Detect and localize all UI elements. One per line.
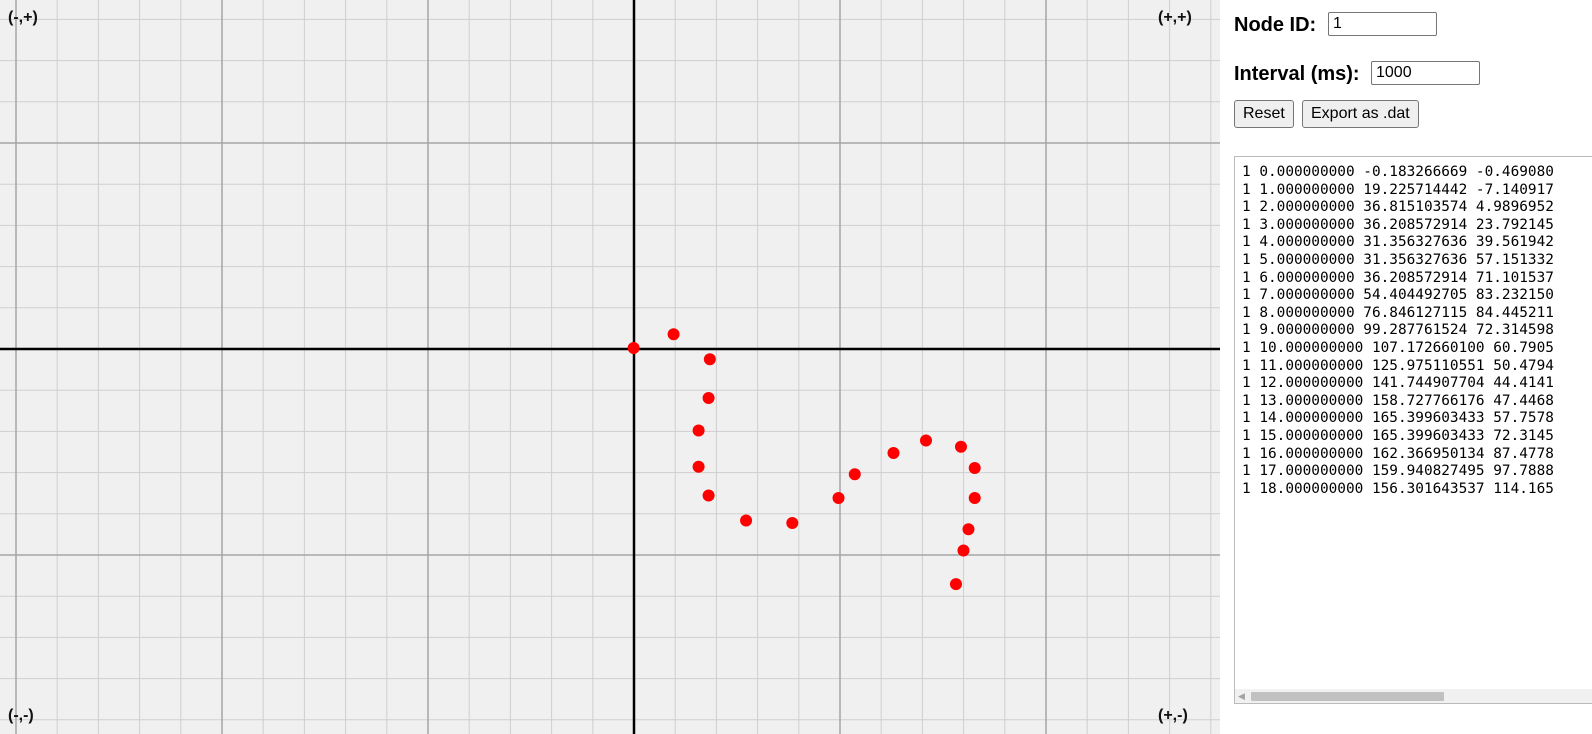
log-line: 1 13.000000000 158.727766176 47.4468: [1242, 392, 1554, 409]
reset-button[interactable]: Reset: [1234, 100, 1294, 128]
log-line: 1 7.000000000 54.404492705 83.232150: [1242, 287, 1554, 304]
log-line: 1 6.000000000 36.208572914 71.101537: [1242, 269, 1554, 286]
log-line: 1 3.000000000 36.208572914 23.792145: [1242, 216, 1554, 233]
log-line: 1 8.000000000 76.846127115 84.445211: [1242, 304, 1554, 321]
log-line: 1 15.000000000 165.399603433 72.3145: [1242, 427, 1554, 444]
data-point: [786, 516, 799, 529]
horizontal-scrollbar[interactable]: ◀: [1235, 689, 1592, 703]
corner-label-bottom-right: (+,-): [1158, 707, 1188, 724]
interval-row: Interval (ms):: [1234, 61, 1592, 86]
node-id-input[interactable]: [1328, 12, 1437, 36]
corner-label-top-left: (-,+): [8, 9, 38, 26]
log-line: 1 4.000000000 31.356327636 39.561942: [1242, 234, 1554, 251]
data-point: [703, 353, 716, 366]
scrollbar-thumb[interactable]: [1251, 692, 1444, 701]
node-id-row: Node ID:: [1234, 12, 1592, 37]
data-point: [954, 440, 967, 453]
data-point: [962, 523, 975, 536]
node-id-label: Node ID:: [1234, 14, 1317, 36]
data-point: [968, 461, 981, 474]
log-line: 1 14.000000000 165.399603433 57.7578: [1242, 410, 1554, 427]
log-line: 1 9.000000000 99.287761524 72.314598: [1242, 322, 1554, 339]
data-point: [949, 578, 962, 591]
control-panel: Node ID: Interval (ms): Reset Export as …: [1234, 0, 1592, 734]
log-line: 1 16.000000000 162.366950134 87.4778: [1242, 445, 1554, 462]
data-log-lines: 1 0.000000000 -0.183266669 -0.469080 1 1…: [1242, 164, 1554, 498]
export-dat-button[interactable]: Export as .dat: [1302, 100, 1419, 128]
log-line: 1 5.000000000 31.356327636 57.151332: [1242, 251, 1554, 268]
plot-canvas[interactable]: (-,+) (+,+) (-,-) (+,-): [0, 0, 1220, 734]
data-point: [887, 446, 900, 459]
data-point: [692, 460, 705, 473]
log-line: 1 1.000000000 19.225714442 -7.140917: [1242, 181, 1554, 198]
data-point: [702, 489, 715, 502]
data-point: [919, 434, 932, 447]
log-line: 1 17.000000000 159.940827495 97.7888: [1242, 463, 1554, 480]
log-line: 1 11.000000000 125.975110551 50.4794: [1242, 357, 1554, 374]
log-line: 1 18.000000000 156.301643537 114.165: [1242, 480, 1554, 497]
interval-input[interactable]: [1371, 61, 1480, 85]
data-log-textarea[interactable]: 1 0.000000000 -0.183266669 -0.469080 1 1…: [1234, 156, 1592, 704]
interval-label: Interval (ms):: [1234, 63, 1360, 85]
data-point: [692, 424, 705, 437]
scatter-plot: [0, 0, 1220, 734]
data-point: [702, 392, 715, 405]
log-line: 1 12.000000000 141.744907704 44.4141: [1242, 375, 1554, 392]
data-point: [667, 328, 680, 341]
data-point: [957, 544, 970, 557]
data-point: [832, 491, 845, 504]
log-line: 1 0.000000000 -0.183266669 -0.469080: [1242, 164, 1554, 180]
log-line: 1 10.000000000 107.172660100 60.7905: [1242, 339, 1554, 356]
corner-label-top-right: (+,+): [1158, 9, 1192, 26]
data-point: [968, 491, 981, 504]
data-point: [848, 468, 861, 481]
data-point: [740, 514, 753, 527]
data-point: [627, 342, 640, 355]
corner-label-bottom-left: (-,-): [8, 707, 34, 724]
scroll-left-arrow-icon[interactable]: ◀: [1238, 691, 1245, 701]
log-line: 1 2.000000000 36.815103574 4.9896952: [1242, 199, 1554, 216]
